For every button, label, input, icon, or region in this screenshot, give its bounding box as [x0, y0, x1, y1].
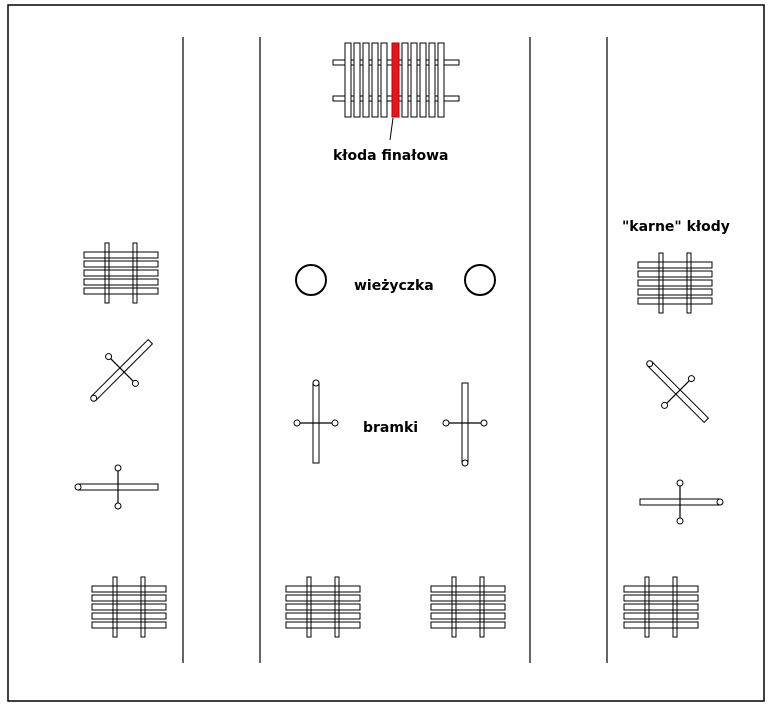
final-log-highlight	[391, 42, 400, 118]
penalty-logs-label: "karne" kłody	[622, 219, 730, 235]
turret-label: wieżyczka	[354, 278, 434, 294]
diagram-frame	[7, 4, 765, 702]
log-stack-center-left	[285, 576, 361, 638]
final-log-pointer	[389, 117, 394, 141]
final-log-bundle	[332, 42, 460, 118]
log-stack-center-right	[430, 576, 506, 638]
gate-right-horizontal	[639, 479, 724, 525]
log-stack-right-bottom	[623, 576, 699, 638]
log-stack-left-bottom	[91, 576, 167, 638]
gate-right-diagonal	[631, 345, 723, 437]
log-stack-left-top	[83, 242, 159, 304]
turret-left	[295, 264, 327, 296]
gate-left-horizontal	[74, 464, 159, 510]
gate-left-diagonal	[75, 325, 167, 417]
turret-right	[464, 264, 496, 296]
gate-center-left	[293, 379, 339, 464]
gates-label: bramki	[363, 420, 418, 436]
log-stack-right-top	[637, 252, 713, 314]
final-log-label: kłoda finałowa	[333, 148, 448, 164]
gate-center-right	[442, 382, 488, 467]
